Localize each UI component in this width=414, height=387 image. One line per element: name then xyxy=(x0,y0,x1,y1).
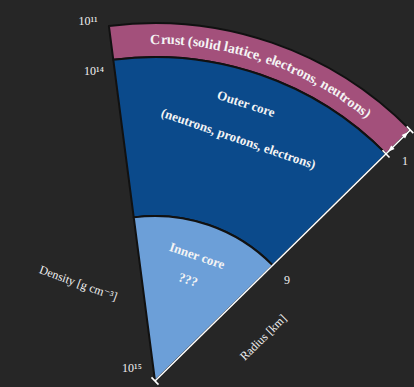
axis-tick xyxy=(383,150,390,157)
curved-letter: C xyxy=(150,32,160,48)
axis-line xyxy=(155,130,410,381)
axis-arrowhead xyxy=(388,145,395,151)
dimension-value: 9 xyxy=(284,274,290,288)
curved-letter: t xyxy=(179,33,185,49)
curved-letter: u xyxy=(166,32,175,48)
axis-arrowhead xyxy=(402,132,409,138)
axis-title: Density [g cm⁻³] xyxy=(37,264,119,305)
density-value: 10¹¹ xyxy=(78,15,97,29)
curved-letter: d xyxy=(211,37,222,54)
crust-band: Crust (solid lattice, electrons, neutron… xyxy=(106,21,413,156)
dimension-value: 1 xyxy=(402,155,408,169)
axis-tick xyxy=(407,126,414,133)
density-value: 10¹⁵ xyxy=(122,362,142,376)
curved-letter: r xyxy=(160,32,167,48)
axis-title: Radius [km] xyxy=(238,312,290,364)
region-title: Crust (solid lattice, electrons, neutron… xyxy=(106,21,413,156)
axis-tick xyxy=(152,377,159,384)
density-value: 10¹⁴ xyxy=(84,65,104,79)
